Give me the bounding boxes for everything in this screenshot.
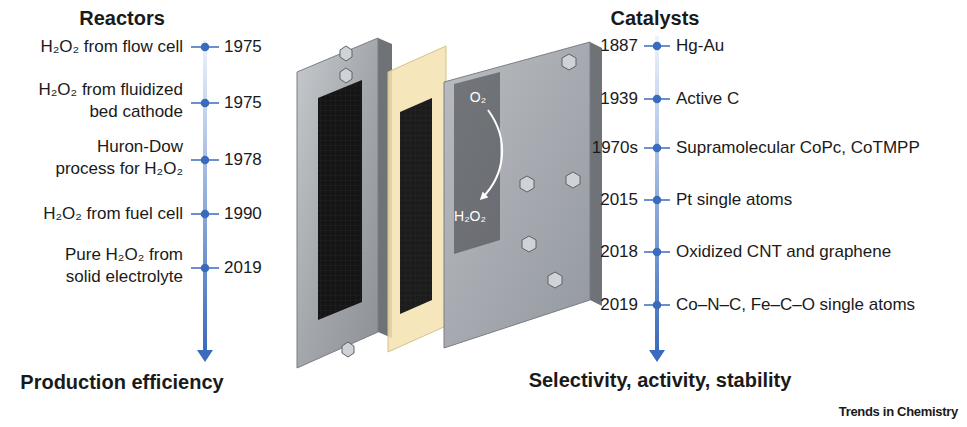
- flow-cell-illustration: [590, 42, 602, 306]
- axis-caption: Production efficiency: [20, 371, 223, 393]
- year-label: 2019: [224, 257, 262, 279]
- catalyst-label: Pt single atoms: [676, 189, 792, 211]
- left-timeline-axis: [202, 100, 209, 107]
- section-heading: Reactors: [79, 7, 165, 29]
- year-label: 1975: [224, 36, 262, 58]
- flow-cell-illustration: [400, 98, 432, 314]
- flow-cell-illustration: [340, 68, 352, 83]
- year-label: 1939: [600, 88, 638, 110]
- reactor-label: Pure H₂O₂ from solid electrolyte: [43, 244, 183, 288]
- left-timeline-axis: [197, 350, 213, 362]
- flow-cell-illustration: [520, 176, 534, 192]
- right-timeline-axis: [649, 350, 665, 362]
- axis-caption: Selectivity, activity, stability: [529, 369, 792, 391]
- reactor-label: H₂O₂ from fuel cell: [43, 203, 183, 225]
- right-timeline-axis: [644, 36, 670, 362]
- left-timeline-axis: [202, 211, 209, 218]
- flow-cell-illustration: [340, 46, 580, 357]
- left-timeline-axis: [203, 40, 207, 352]
- year-label: 2019: [600, 294, 638, 316]
- catalyst-label: Co–N–C, Fe–C–O single atoms: [676, 294, 915, 316]
- right-timeline-axis: [654, 302, 661, 309]
- left-timeline-axis: [191, 40, 219, 362]
- catalyst-label: Hg-Au: [676, 35, 724, 57]
- year-label: 1990: [224, 203, 262, 225]
- flow-cell-illustration: [522, 236, 536, 252]
- right-timeline-axis: [654, 96, 661, 103]
- right-timeline-axis: [654, 249, 661, 256]
- flow-cell-illustration: [297, 38, 602, 368]
- flow-cell-illustration: [388, 46, 446, 352]
- flow-cell-illustration: [400, 98, 432, 314]
- right-timeline-axis: [654, 43, 661, 50]
- year-label: 1975: [224, 92, 262, 114]
- reactor-label: Huron-Dow process for H₂O₂: [43, 136, 183, 180]
- flow-cell-illustration: [297, 38, 378, 368]
- flow-cell-illustration: [318, 80, 362, 320]
- catalyst-label: Active C: [676, 88, 739, 110]
- flow-cell-illustration: [548, 272, 562, 288]
- flow-cell-illustration: [482, 110, 502, 198]
- catalyst-label: Supramolecular CoPc, CoTMPP: [676, 137, 920, 159]
- year-label: 1887: [600, 35, 638, 57]
- right-timeline-axis: [654, 197, 661, 204]
- flow-cell-illustration: [318, 80, 362, 320]
- left-timeline-axis: [202, 157, 209, 164]
- journal-watermark: Trends in Chemistry: [839, 404, 958, 420]
- section-heading: Catalysts: [611, 7, 700, 29]
- reactor-label: H₂O₂ from flow cell: [40, 36, 183, 58]
- right-timeline-axis: [654, 145, 661, 152]
- left-timeline-axis: [202, 265, 209, 272]
- flow-cell-illustration: [566, 172, 580, 188]
- catalyst-label: Oxidized CNT and graphene: [676, 241, 891, 263]
- chemical-label: O₂: [470, 89, 486, 105]
- chemical-label: H₂O₂: [454, 208, 486, 224]
- reactor-label: H₂O₂ from fluidized bed cathode: [13, 79, 183, 123]
- year-label: 1970s: [592, 137, 638, 159]
- right-timeline-axis: [644, 43, 670, 309]
- left-timeline-axis: [202, 44, 209, 51]
- year-label: 2018: [600, 241, 638, 263]
- year-label: 2015: [600, 189, 638, 211]
- left-timeline-axis: [191, 44, 219, 272]
- year-label: 1978: [224, 149, 262, 171]
- flow-cell-illustration: [342, 342, 354, 357]
- flow-cell-illustration: [340, 46, 352, 61]
- flow-cell-illustration: [454, 72, 500, 254]
- flow-cell-illustration: [562, 54, 576, 70]
- flow-cell-illustration: [444, 42, 590, 348]
